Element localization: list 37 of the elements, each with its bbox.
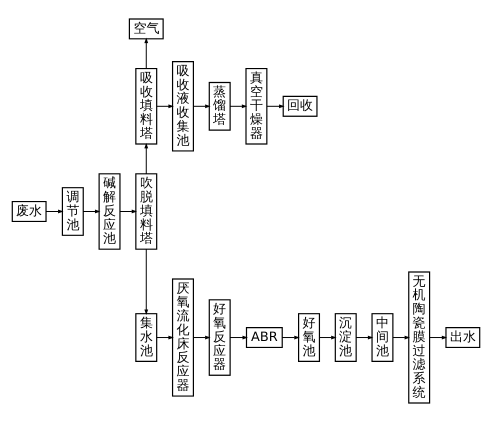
node-box: 碱解反应池 xyxy=(98,173,121,250)
node-box: 空气 xyxy=(128,18,164,40)
node-box: 沉淀池 xyxy=(334,313,357,362)
arrow xyxy=(193,104,211,108)
arrow xyxy=(230,336,248,340)
arrow xyxy=(144,142,148,174)
node-box: 调节池 xyxy=(62,187,84,236)
node-box: 无机陶瓷膜过滤系统 xyxy=(408,271,430,404)
arrow xyxy=(266,104,285,108)
node-box: ABR xyxy=(246,327,283,348)
arrow xyxy=(82,210,100,214)
node-box: 回收 xyxy=(282,96,318,117)
node-box: 好氧反应器 xyxy=(208,299,231,376)
arrow xyxy=(319,336,337,340)
arrow xyxy=(429,336,448,340)
node-box: 吹脱填料塔 xyxy=(135,173,158,250)
arrow xyxy=(356,336,374,340)
node-box: 好氧池 xyxy=(298,313,320,362)
node-box: 蒸馏塔 xyxy=(208,82,231,131)
node-box: 真空干燥器 xyxy=(245,68,268,145)
arrow xyxy=(144,249,148,315)
arrow xyxy=(392,336,410,340)
arrow xyxy=(46,210,64,214)
arrow xyxy=(193,336,211,340)
node-box: 吸收液收集池 xyxy=(172,61,194,152)
arrow xyxy=(156,336,174,340)
arrow xyxy=(282,336,300,340)
arrow xyxy=(156,104,174,108)
arrow xyxy=(230,104,248,108)
node-box: 废水 xyxy=(12,200,47,222)
node-box: 出水 xyxy=(445,327,480,348)
node-box: 集水池 xyxy=(135,313,158,362)
arrow xyxy=(120,210,138,214)
node-box: 吸收填料塔 xyxy=(135,68,158,145)
node-box: 厌氧流化床反应器 xyxy=(172,278,194,397)
arrow xyxy=(144,38,148,69)
node-box: 中间池 xyxy=(371,313,394,362)
